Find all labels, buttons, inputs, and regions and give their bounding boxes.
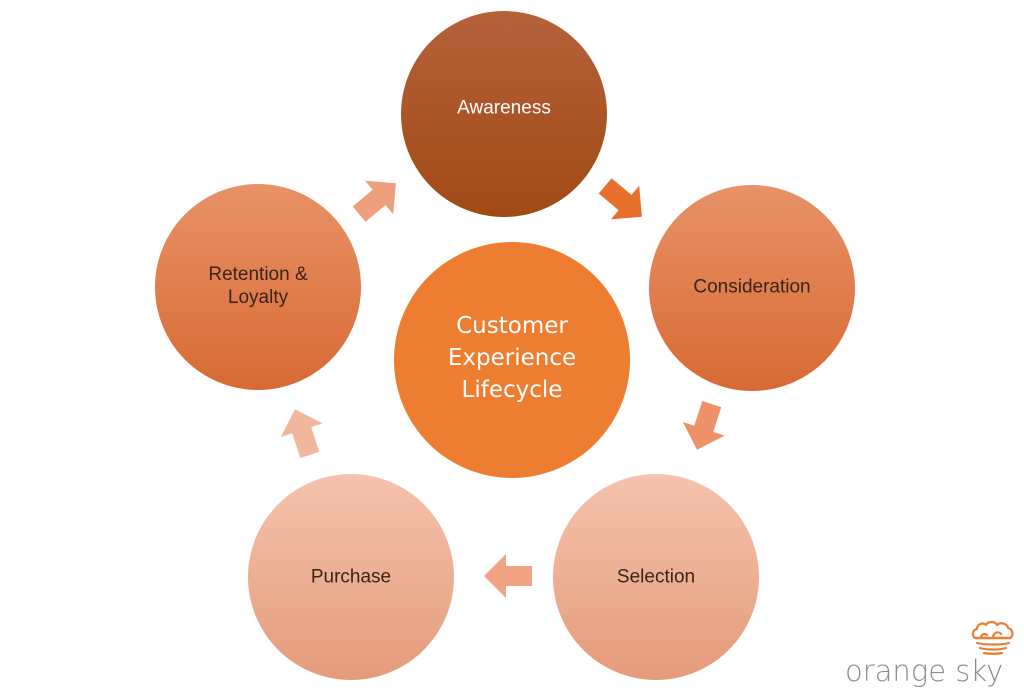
center-circle: [394, 242, 630, 478]
arrow-retention-to-awareness: [352, 180, 396, 222]
stage-circle-awareness: [401, 11, 607, 217]
stage-label-selection: Selection: [616, 566, 696, 588]
stage-circle-consideration: [649, 185, 855, 391]
logo-text: orange sky: [845, 654, 1004, 688]
stage-label-retention: Retention & Loyalty: [208, 264, 308, 308]
stage-circle-selection: [553, 474, 759, 680]
stage-circle-retention: [155, 184, 361, 390]
center-label: Customer Experience Lifecycle: [447, 313, 577, 403]
stage-label-consideration: Consideration: [693, 276, 811, 298]
brain-icon: [971, 620, 1014, 655]
arrow-purchase-to-retention: [280, 409, 323, 459]
orange-sky-logo: orange sky: [845, 618, 1020, 688]
arrow-awareness-to-consideration: [598, 178, 642, 220]
arrow-selection-to-purchase: [484, 554, 532, 598]
stage-label-purchase: Purchase: [310, 566, 392, 588]
arrow-consideration-to-selection: [682, 400, 725, 450]
stage-label-awareness: Awareness: [457, 97, 551, 119]
stage-circle-purchase: [248, 474, 454, 680]
